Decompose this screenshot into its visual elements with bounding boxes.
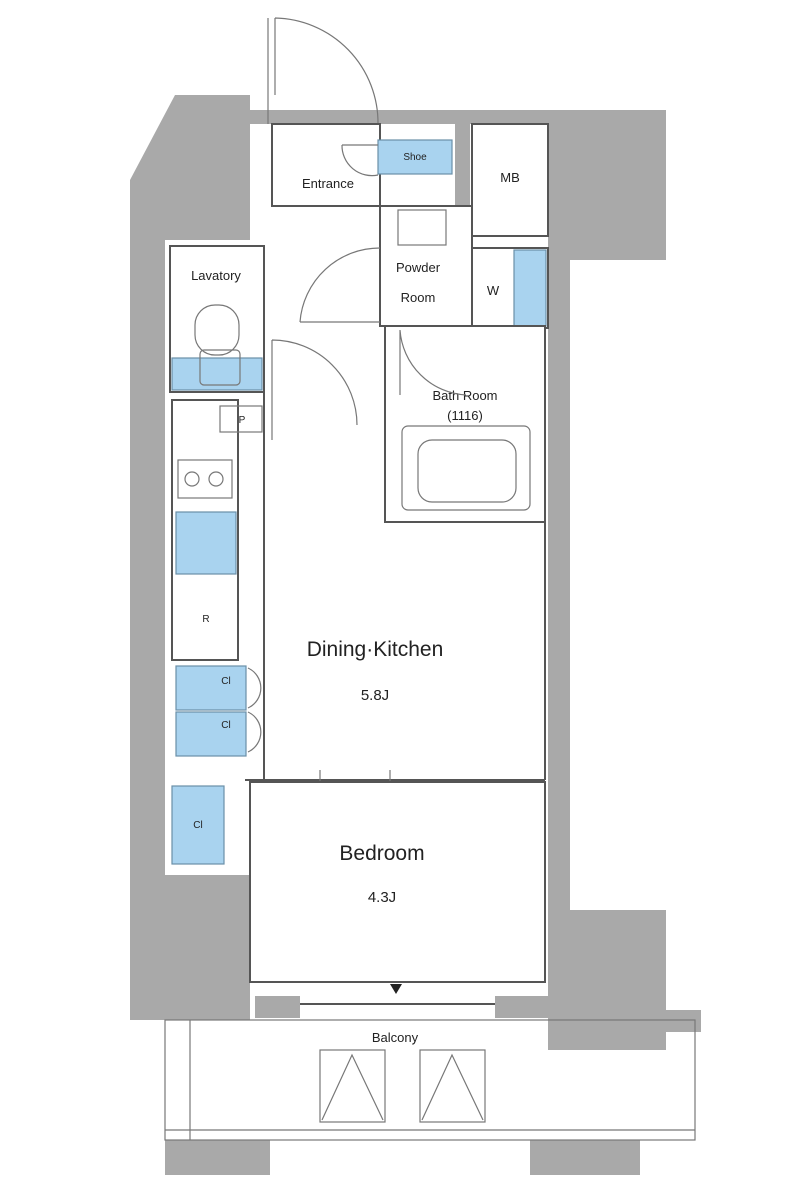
bedroom — [249, 781, 546, 983]
dining-kitchen-label: Dining·Kitchen — [307, 638, 444, 661]
closet-upper-label: Cl — [221, 676, 230, 687]
powder-sink — [397, 209, 447, 246]
north-wall — [250, 110, 548, 124]
shoe-door-swing — [341, 144, 379, 177]
closet-upper[interactable] — [175, 665, 247, 711]
balcony-left-wall — [255, 996, 300, 1018]
balcony-east-stub — [665, 1010, 701, 1032]
fridge-label: R — [202, 614, 209, 625]
west-wall — [130, 95, 250, 1020]
closet-lower-label: Cl — [221, 720, 230, 731]
powder-room-label-2: Room — [401, 290, 436, 305]
lavatory-label: Lavatory — [191, 268, 241, 283]
washer-pan[interactable] — [513, 249, 547, 327]
balcony-label: Balcony — [372, 1030, 419, 1045]
ac-unit-2 — [419, 1049, 486, 1123]
shoe-storage[interactable] — [377, 139, 453, 175]
mb-label: MB — [500, 170, 520, 185]
bath-room-label-2: (1116) — [447, 408, 483, 423]
entrance-door-swing — [274, 17, 379, 125]
entrance-area — [271, 123, 381, 207]
entrance-label: Entrance — [302, 176, 354, 191]
pf-label: P — [239, 415, 246, 426]
bedroom-label: Bedroom — [339, 842, 424, 865]
burner-1 — [184, 471, 200, 487]
kitchen-sink[interactable] — [175, 511, 237, 575]
bath-door-swing — [399, 329, 467, 396]
northeast-column — [548, 110, 666, 260]
lavatory-door-swing — [271, 339, 358, 440]
closet-lower[interactable] — [175, 711, 247, 757]
bathtub — [401, 425, 531, 511]
balcony-door-marker — [390, 984, 402, 994]
bathtub-basin — [417, 439, 517, 503]
range-hood — [219, 405, 263, 433]
dining-kitchen-size: 5.8J — [361, 687, 389, 704]
stove[interactable] — [177, 459, 233, 499]
mb-room — [471, 123, 549, 237]
toilet-seat — [199, 349, 241, 386]
bedroom-closet[interactable] — [171, 785, 225, 865]
w-label: W — [487, 283, 500, 298]
powder-room-label-1: Powder — [396, 260, 441, 275]
powder-door-swing — [299, 247, 381, 323]
shoe-storage-label: Shoe — [403, 152, 427, 163]
closet-door-swings — [247, 667, 262, 753]
bedroom-size: 4.3J — [368, 889, 396, 906]
dining-kitchen-outline — [245, 326, 546, 781]
balcony-right-wall — [495, 996, 550, 1018]
southeast-column — [548, 910, 666, 1050]
bath-room — [384, 325, 546, 523]
balcony-bottom-left — [165, 1140, 270, 1175]
bedroom-closet-label: Cl — [193, 820, 202, 831]
ac-unit-1-mark — [321, 1053, 384, 1121]
ac-unit-1 — [319, 1049, 386, 1123]
toilet-bowl — [194, 304, 240, 356]
balcony-area — [164, 1019, 696, 1141]
burner-2 — [208, 471, 224, 487]
ac-unit-2-mark — [421, 1053, 484, 1121]
east-wall — [548, 255, 570, 915]
balcony-bottom-right — [530, 1140, 640, 1175]
